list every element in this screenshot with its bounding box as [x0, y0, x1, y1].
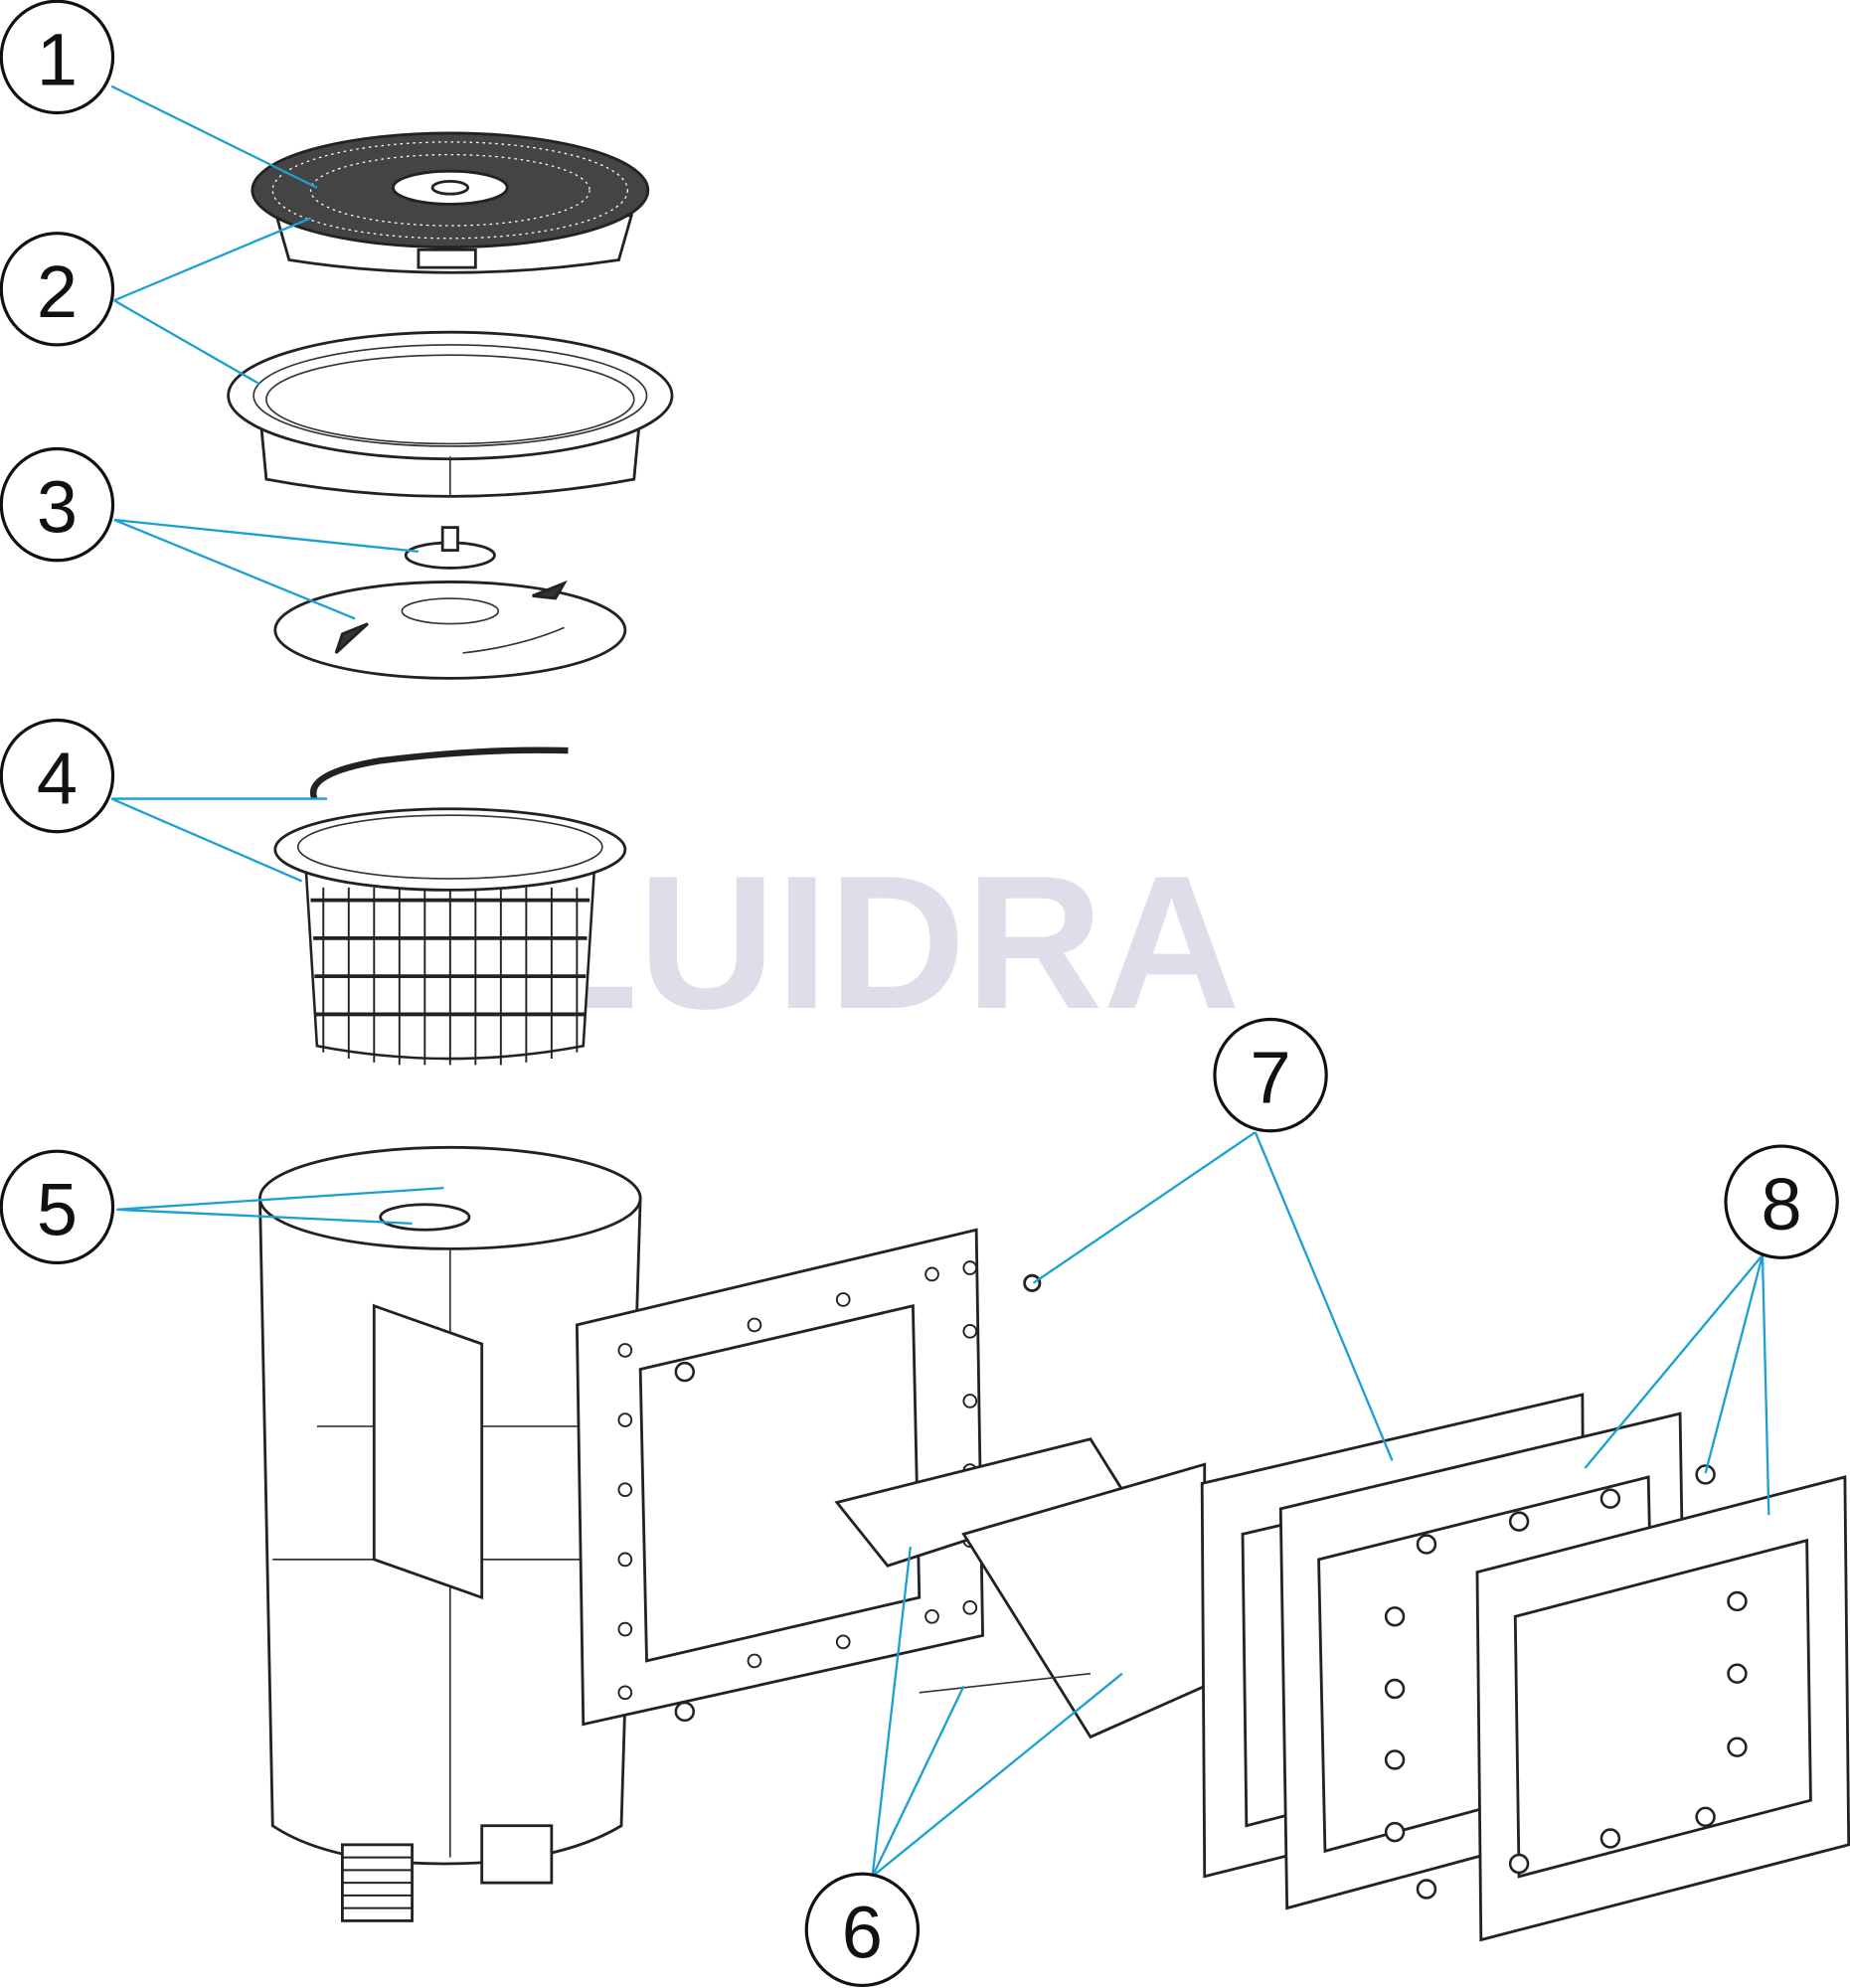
- svg-text:2: 2: [37, 250, 78, 333]
- svg-text:1: 1: [37, 18, 78, 100]
- part-faceplate: [674, 1361, 1850, 1942]
- part-ring: [227, 330, 674, 498]
- svg-text:6: 6: [842, 1891, 883, 1973]
- callout-7: 7: [1213, 1017, 1328, 1133]
- callout-3: 3: [0, 446, 115, 563]
- callout-8: 8: [1724, 1144, 1839, 1259]
- svg-text:5: 5: [37, 1168, 78, 1250]
- callout-4: 4: [0, 718, 115, 834]
- svg-text:7: 7: [1251, 1037, 1291, 1119]
- callout-6: 6: [804, 1872, 921, 1988]
- callout-5: 5: [0, 1149, 115, 1264]
- callout-1: 1: [0, 0, 115, 115]
- leader-lines: [110, 84, 1770, 1878]
- part-basket: [273, 746, 627, 1066]
- svg-text:3: 3: [37, 466, 78, 549]
- part-weir: [834, 1437, 1207, 1740]
- part-skimmer-body: [258, 1145, 984, 1922]
- part-lid: [251, 131, 650, 274]
- svg-text:4: 4: [37, 738, 78, 820]
- part-skimmer-cover: [273, 526, 627, 680]
- svg-text:8: 8: [1762, 1163, 1802, 1245]
- callout-2: 2: [0, 232, 115, 347]
